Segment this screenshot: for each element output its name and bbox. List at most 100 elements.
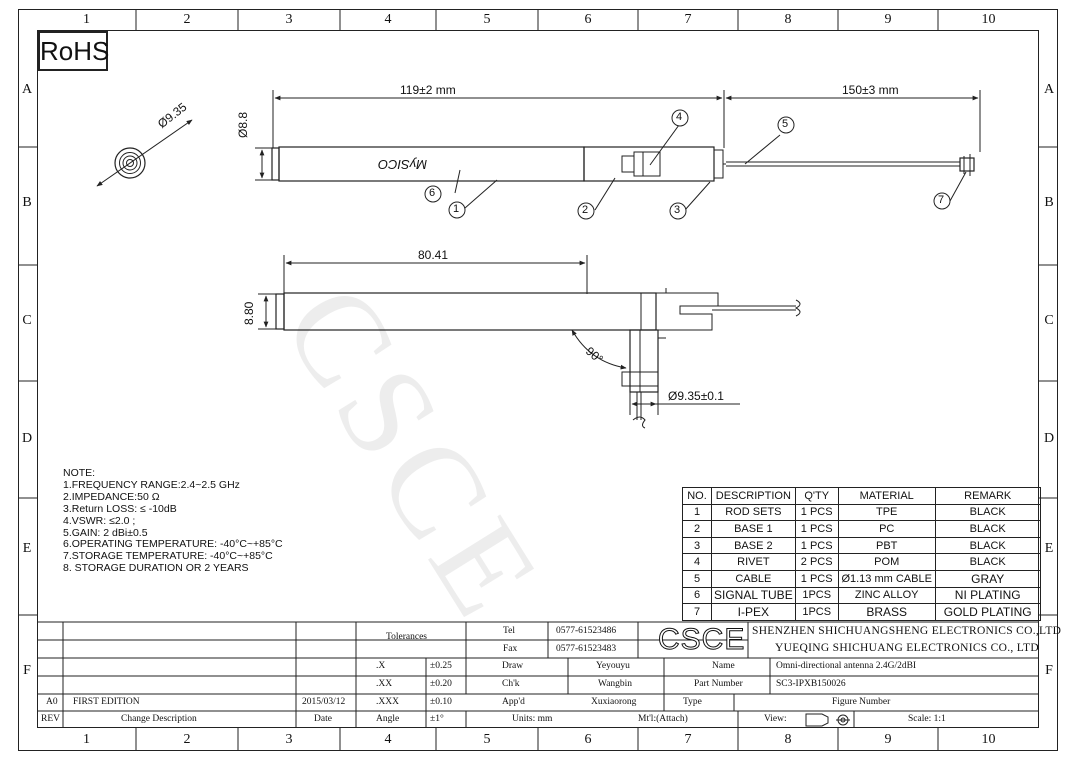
- zone-row-d-right: D: [1043, 431, 1055, 446]
- tol-value: ±0.25: [430, 661, 452, 671]
- zone-col-10: 10: [981, 12, 996, 27]
- bom-cell: 5: [682, 569, 712, 588]
- note-line: 2.IMPEDANCE:50 Ω: [63, 490, 160, 503]
- tol-key: .X: [376, 661, 386, 671]
- bom-header: Q'TY: [794, 487, 839, 505]
- zone-row-b-right: B: [1044, 195, 1054, 210]
- type-label: Type: [683, 697, 702, 707]
- tol-value: ±0.10: [430, 697, 452, 707]
- bom-cell: 1PCS: [794, 603, 839, 621]
- approved-value: Xuxiaorong: [591, 697, 637, 707]
- zone-col-4: 4: [384, 12, 392, 27]
- zone-row-c-right: C: [1044, 313, 1054, 328]
- name-value: Omni-directional antenna 2.4G/2dBI: [776, 661, 917, 671]
- tol-value: ±0.20: [430, 679, 452, 689]
- change-description-label: Change Description: [121, 714, 197, 724]
- callout-4: 4: [676, 111, 683, 123]
- note-line: 8. STORAGE DURATION OR 2 YEARS: [63, 562, 249, 575]
- rev-code: A0: [46, 697, 58, 707]
- bom-cell: BRASS: [837, 603, 936, 621]
- callout-5: 5: [782, 118, 789, 130]
- tel-label: Tel: [503, 626, 515, 636]
- zone-col-5: 5: [483, 12, 491, 27]
- rev-label: REV: [41, 714, 60, 724]
- fax-label: Fax: [503, 644, 518, 654]
- material-label: Mt'l:(Attach): [638, 714, 688, 724]
- note-line: 4.VSWR: ≤2.0 ;: [63, 514, 136, 527]
- zone-row-b: B: [22, 195, 32, 210]
- zone-col-3: 3: [285, 12, 293, 27]
- zone-col-7-bottom: 7: [684, 732, 692, 747]
- bom-header: DESCRIPTION: [711, 487, 796, 505]
- company-name-1: SHENZHEN SHICHUANGSHENG ELECTRONICS CO.,…: [752, 625, 1062, 637]
- zone-row-a: A: [21, 82, 33, 97]
- tol-key: Angle: [376, 714, 400, 724]
- inner-border: [37, 30, 1039, 728]
- zone-col-2-bottom: 2: [183, 732, 191, 747]
- bom-cell: BLACK: [934, 553, 1041, 571]
- zone-col-2: 2: [183, 12, 191, 27]
- zone-row-f-right: F: [1045, 663, 1053, 678]
- zone-row-a-right: A: [1043, 82, 1055, 97]
- tel-value: 0577-61523486: [556, 626, 617, 636]
- bom-cell: SIGNAL TUBE: [711, 586, 796, 605]
- scale-label: Scale: 1:1: [908, 714, 946, 724]
- zone-col-8-bottom: 8: [784, 732, 792, 747]
- notes: NOTE: 1.FREQUENCY RANGE:2.4~2.5 GHz 2.IM…: [63, 467, 283, 575]
- note-line: 7.STORAGE TEMPERATURE: -40°C~+85°C: [63, 550, 273, 563]
- callout-6: 6: [429, 187, 436, 199]
- note-line: 3.Return LOSS: ≤ -10dB: [63, 502, 177, 515]
- check-label: Ch'k: [502, 679, 520, 689]
- dim-cable-length: 150±3 mm: [842, 83, 899, 97]
- date-label: Date: [314, 714, 332, 724]
- tol-key: .XXX: [376, 697, 399, 707]
- fax-value: 0577-61523483: [556, 644, 617, 654]
- bom-cell: RIVET: [711, 553, 796, 571]
- approved-label: App'd: [502, 697, 525, 707]
- zone-col-9-bottom: 9: [884, 732, 892, 747]
- zone-col-1-bottom: 1: [83, 732, 90, 747]
- zone-row-f: F: [23, 663, 31, 678]
- zone-col-7: 7: [684, 12, 692, 27]
- zone-col-6-bottom: 6: [584, 732, 592, 747]
- projection-symbol-icon: [805, 713, 850, 727]
- callout-2: 2: [582, 204, 589, 216]
- zone-col-6: 6: [584, 12, 592, 27]
- tol-value: ±1°: [430, 714, 444, 724]
- csce-logo: CSCE: [658, 623, 746, 657]
- zone-row-d: D: [21, 431, 33, 446]
- zone-col-4-bottom: 4: [384, 732, 392, 747]
- rev-date: 2015/03/12: [302, 697, 346, 707]
- figure-number-label: Figure Number: [832, 697, 891, 707]
- rev-description: FIRST EDITION: [73, 697, 140, 707]
- dim-base-diameter: Ø9.35±0.1: [668, 389, 724, 403]
- bom-cell: BLACK: [934, 503, 1041, 522]
- tol-key: .XX: [376, 679, 393, 689]
- zone-col-5-bottom: 5: [483, 732, 491, 747]
- draw-label: Draw: [502, 661, 524, 671]
- bom-header-row: NO. DESCRIPTION Q'TY MATERIAL REMARK: [682, 487, 1041, 505]
- zone-row-c: C: [22, 313, 32, 328]
- zone-col-3-bottom: 3: [285, 732, 293, 747]
- bom-cell: 6: [682, 586, 712, 605]
- zone-col-1: 1: [83, 12, 90, 27]
- bom-cell: GRAY: [934, 569, 1041, 588]
- part-number-label: Part Number: [694, 679, 743, 689]
- part-number-value: SC3-IPXB150026: [776, 679, 846, 689]
- callout-3: 3: [674, 204, 681, 216]
- units-label: Units: mm: [512, 714, 553, 724]
- bom-cell: 7: [682, 603, 712, 621]
- bom-cell: 1 PCS: [794, 569, 839, 588]
- callout-7: 7: [938, 194, 945, 206]
- zone-col-8: 8: [784, 12, 792, 27]
- zone-row-e-right: E: [1044, 541, 1054, 556]
- zone-col-10-bottom: 10: [981, 732, 996, 747]
